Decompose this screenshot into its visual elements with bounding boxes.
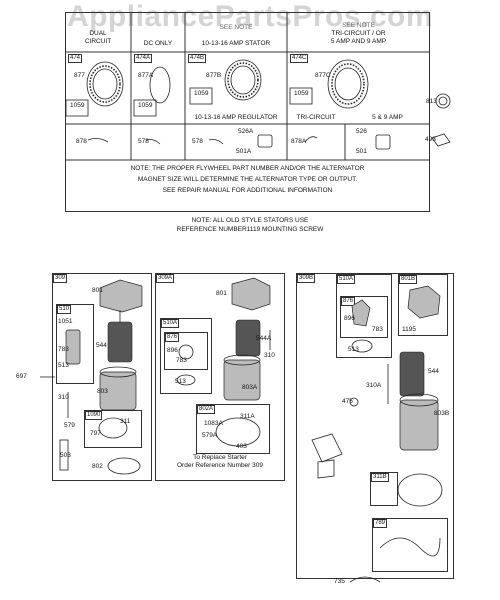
label-1059-a: 1059 — [70, 102, 85, 109]
label-877a: 877A — [138, 72, 154, 79]
label-802: 802 — [92, 463, 103, 470]
label-403: 403 — [236, 443, 247, 450]
header-regulator: 10-13-16 AMP REGULATOR — [194, 114, 278, 121]
header-see-note-2: SEE NOTE — [342, 22, 375, 29]
alternator-table — [65, 12, 430, 212]
label-877c: 877C — [315, 72, 331, 79]
group-311b — [370, 472, 398, 506]
label-878: 878 — [76, 138, 87, 145]
tag-309[interactable]: 309 — [53, 274, 68, 283]
label-578-a: 578 — [138, 138, 149, 145]
label-1059-d: 1059 — [294, 90, 309, 97]
tag-1090[interactable]: 1090 — [85, 411, 103, 420]
label-1083a: 1083A — [204, 420, 223, 427]
label-803a: 803A — [242, 384, 258, 391]
header-dc-only: DC ONLY — [143, 40, 173, 47]
label-697: 697 — [16, 373, 27, 380]
header-dual-circuit: DUAL CIRCUIT — [84, 30, 112, 45]
label-813: 813 — [426, 98, 437, 105]
watermark: AppliancePartsPros.com — [66, 0, 434, 33]
tag-876-b[interactable]: 876 — [341, 297, 356, 306]
tag-802a[interactable]: 802A — [197, 405, 216, 414]
header-5-9-amp: 5 & 9 AMP — [372, 114, 403, 121]
tag-311b[interactable]: 311B — [371, 473, 389, 482]
tag-309a[interactable]: 309A — [156, 274, 175, 283]
tag-510a-b[interactable]: 510A — [337, 275, 356, 284]
alternator-note: NOTE: THE PROPER FLYWHEEL PART NUMBER AN… — [130, 165, 365, 194]
tag-510[interactable]: 510 — [57, 305, 72, 314]
label-513-a: 513 — [175, 378, 186, 385]
label-501a: 501A — [236, 148, 252, 155]
label-579: 579 — [64, 422, 75, 429]
label-1059-b: 1059 — [138, 102, 153, 109]
label-896-b: 896 — [344, 315, 355, 322]
label-877b: 877B — [206, 72, 222, 79]
label-526: 526 — [356, 128, 367, 135]
label-475: 475 — [342, 398, 353, 405]
label-803: 803 — [97, 388, 108, 395]
group-1090 — [84, 410, 142, 448]
tag-309b[interactable]: 309B — [297, 274, 316, 283]
tag-474a[interactable]: 474A — [134, 54, 153, 63]
label-311a: 311A — [240, 413, 255, 420]
replace-starter-note: To Replace Starter Order Reference Numbe… — [177, 454, 263, 469]
group-801b — [398, 274, 448, 336]
header-tri-circuit-2: TRI-CIRCUIT — [296, 114, 336, 121]
label-310-a: 310 — [264, 352, 275, 359]
label-803b: 803B — [434, 410, 450, 417]
label-544a: 544A — [256, 335, 272, 342]
label-526a: 526A — [238, 128, 254, 135]
label-801-a: 801 — [216, 290, 227, 297]
header-see-note-1: SEE NOTE — [219, 24, 253, 31]
tag-876[interactable]: 876 — [165, 333, 180, 342]
label-493: 493 — [425, 136, 436, 143]
label-783: 783 — [58, 346, 69, 353]
tag-474[interactable]: 474 — [68, 54, 83, 63]
panel-309b — [296, 273, 454, 579]
label-513-b: 513 — [348, 346, 359, 353]
label-735: 735 — [334, 578, 345, 585]
stator-screw-note: NOTE: ALL OLD STYLE STATORS USE REFERENC… — [176, 217, 324, 233]
label-878a: 878A — [291, 138, 307, 145]
group-510a — [160, 318, 212, 394]
label-501: 501 — [356, 148, 367, 155]
label-877: 877 — [74, 72, 85, 79]
label-797: 797 — [90, 430, 101, 437]
label-1059-c: 1059 — [194, 90, 209, 97]
label-896: 896 — [167, 347, 178, 354]
label-544: 544 — [96, 342, 107, 349]
panel-309a — [155, 273, 285, 481]
group-510a-b — [336, 274, 392, 358]
group-876-b — [340, 296, 388, 338]
label-578-b: 578 — [192, 138, 203, 145]
label-1195: 1195 — [402, 326, 416, 333]
tag-474b[interactable]: 474B — [188, 54, 207, 63]
label-783-b: 783 — [372, 326, 383, 333]
label-801: 801 — [92, 287, 103, 294]
group-789 — [372, 518, 448, 572]
label-503: 503 — [60, 452, 71, 459]
label-544-b: 544 — [428, 368, 439, 375]
tag-801b[interactable]: 801B — [399, 275, 418, 284]
group-876 — [164, 332, 208, 370]
label-783-a: 783 — [176, 357, 187, 364]
group-510 — [56, 304, 94, 384]
tag-474c[interactable]: 474C — [290, 54, 309, 63]
label-310: 310 — [58, 394, 69, 401]
tag-789[interactable]: 789 — [373, 519, 388, 528]
tag-510a[interactable]: 510A — [161, 319, 180, 328]
header-stator-10-13-16: 10-13-16 AMP STATOR — [201, 40, 271, 47]
label-311: 311 — [120, 418, 131, 425]
label-579a: 579A — [202, 432, 218, 439]
label-513: 513 — [58, 362, 69, 369]
header-tri-circuit: TRI-CIRCUIT / OR 5 AMP AND 9 AMP — [330, 30, 387, 45]
label-1051: 1051 — [58, 318, 73, 325]
group-802a — [196, 404, 270, 454]
label-310a: 310A — [366, 382, 382, 389]
